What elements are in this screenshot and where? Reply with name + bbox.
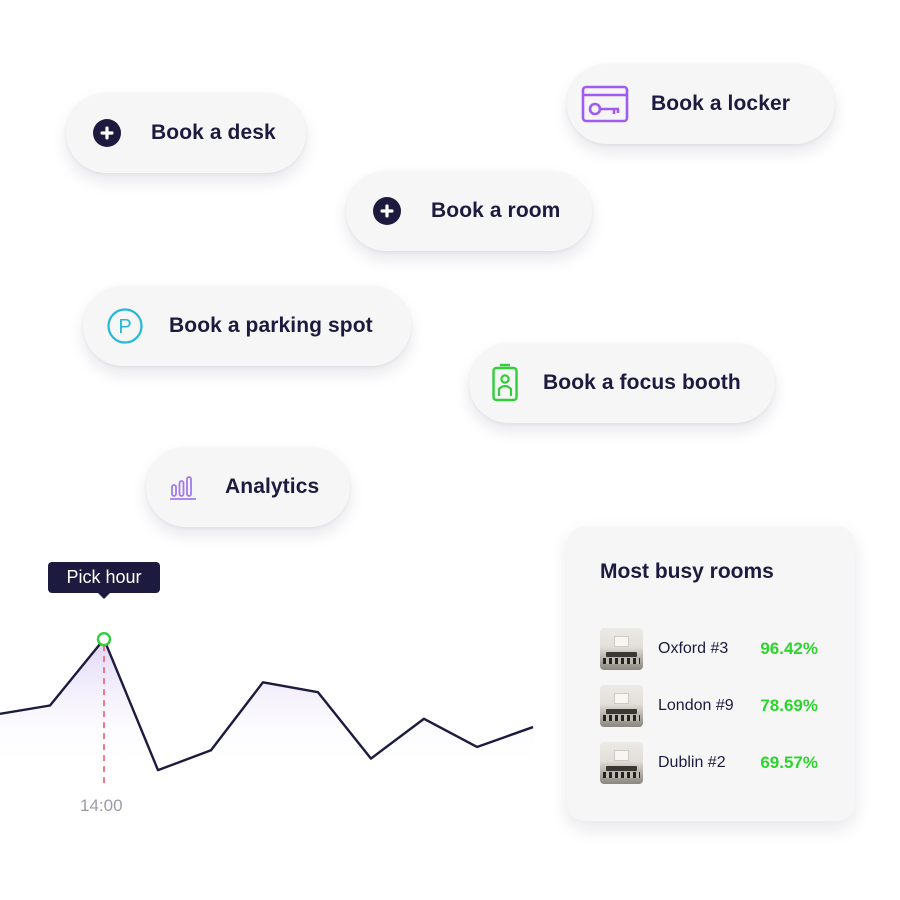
analytics-button[interactable]: Analytics <box>146 447 350 527</box>
book-focus-booth-button[interactable]: Book a focus booth <box>469 343 775 423</box>
focus-booth-icon <box>481 359 529 407</box>
plus-circle-icon <box>83 109 131 157</box>
busy-rooms-title: Most busy rooms <box>600 560 774 583</box>
room-row[interactable]: Dublin #2 69.57% <box>600 742 830 784</box>
book-parking-button[interactable]: P Book a parking spot <box>83 286 411 366</box>
book-focus-booth-label: Book a focus booth <box>543 371 741 394</box>
room-thumbnail <box>600 628 643 670</box>
book-room-label: Book a room <box>431 199 561 222</box>
book-parking-label: Book a parking spot <box>169 314 373 337</box>
room-row[interactable]: London #9 78.69% <box>600 685 830 727</box>
room-thumbnail <box>600 685 643 727</box>
busy-rooms-card: Most busy rooms Oxford #3 96.42% London … <box>567 526 855 821</box>
occupancy-chart[interactable] <box>0 555 540 825</box>
book-desk-label: Book a desk <box>151 121 276 144</box>
bar-chart-icon <box>160 463 208 511</box>
book-locker-label: Book a locker <box>651 92 791 115</box>
pick-hour-text: Pick hour <box>66 567 142 587</box>
pick-hour-tooltip: Pick hour <box>48 562 160 599</box>
parking-icon: P <box>101 302 149 350</box>
room-occupancy: 96.42% <box>760 639 818 658</box>
book-room-button[interactable]: Book a room <box>346 171 592 251</box>
selected-hour-point[interactable] <box>96 631 112 647</box>
locker-key-card-icon <box>581 80 629 128</box>
analytics-label: Analytics <box>225 475 320 498</box>
room-row[interactable]: Oxford #3 96.42% <box>600 628 830 670</box>
book-locker-button[interactable]: Book a locker <box>567 64 835 144</box>
room-occupancy: 69.57% <box>760 753 818 772</box>
room-name: London #9 <box>658 697 734 714</box>
room-name: Oxford #3 <box>658 640 729 657</box>
room-occupancy: 78.69% <box>760 696 818 715</box>
svg-text:P: P <box>118 316 131 338</box>
plus-circle-icon <box>363 187 411 235</box>
chart-area-fill <box>0 639 533 771</box>
room-thumbnail <box>600 742 643 784</box>
room-name: Dublin #2 <box>658 754 726 771</box>
chart-series-line <box>0 637 534 772</box>
book-desk-button[interactable]: Book a desk <box>66 93 306 173</box>
selected-time-label: 14:00 <box>80 796 123 815</box>
